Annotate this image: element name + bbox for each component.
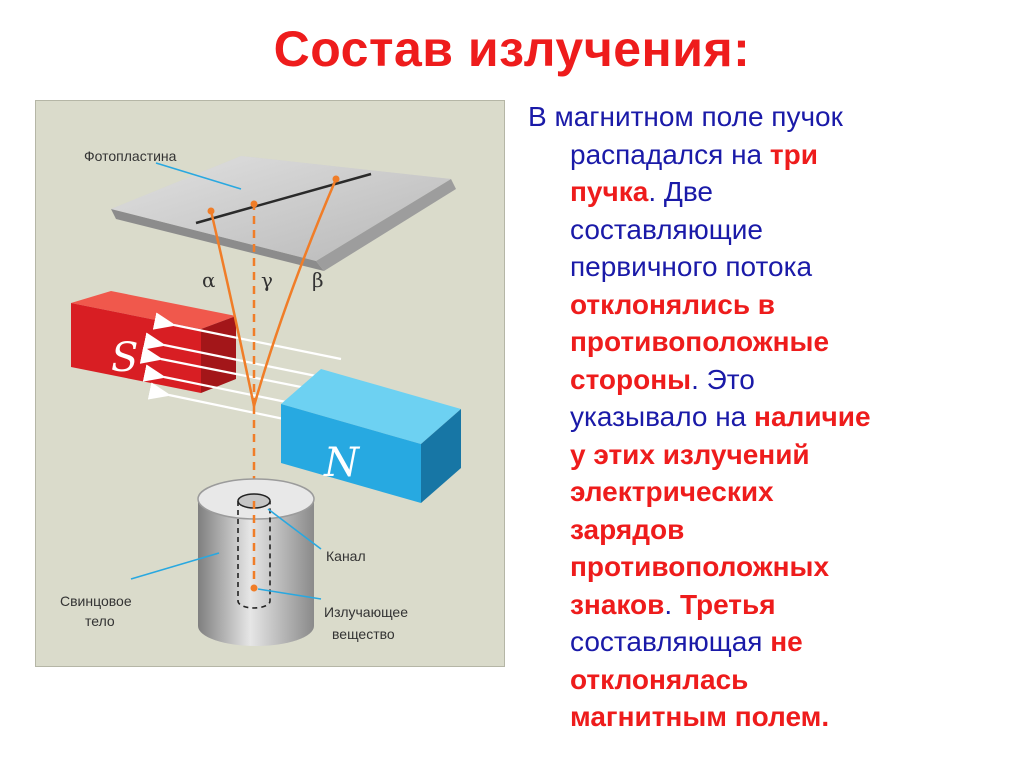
- highlighted-text: знаков: [570, 588, 665, 620]
- text-line: магнитным полем.: [528, 698, 968, 736]
- beta-label: β: [312, 268, 324, 292]
- highlighted-text: противоположных: [570, 551, 830, 582]
- highlighted-text: у этих излучений: [570, 438, 810, 470]
- experiment-diagram: S N: [60, 148, 461, 646]
- text-line: зарядов: [528, 511, 968, 549]
- highlighted-text: отклонялись в: [570, 288, 776, 320]
- lead-body-label-2: тело: [85, 613, 115, 629]
- text-fragment: Две: [656, 176, 713, 207]
- channel-label: Канал: [326, 548, 366, 564]
- text-line: составляющие: [528, 211, 968, 249]
- magnet-n-label: N: [323, 440, 361, 486]
- pointer-lines: [130, 162, 322, 600]
- lead-body-label-1: Свинцовое: [60, 593, 132, 609]
- lead-cylinder: [197, 478, 315, 646]
- text-line: распадался на три: [528, 136, 968, 174]
- magnet-n: N: [281, 369, 461, 503]
- magnet-s-label: S: [111, 335, 138, 381]
- text-line: электрических: [528, 473, 968, 511]
- text-fragment: . Это: [691, 363, 755, 395]
- text-fragment: распадался на: [570, 138, 770, 170]
- text-fragment: В магнитном поле пучок: [528, 101, 843, 132]
- highlighted-text: Третья: [679, 588, 776, 620]
- photoplate: [111, 156, 456, 271]
- text-fragment: .: [664, 588, 680, 620]
- highlighted-text: наличие: [754, 401, 871, 432]
- text-line: указывало на наличие: [528, 398, 968, 436]
- highlighted-text: противоположные: [570, 326, 830, 357]
- alpha-label: α: [202, 268, 216, 292]
- explanation-text: В магнитном поле пучок распадался на три…: [528, 98, 968, 736]
- text-fragment: первичного потока: [570, 251, 813, 282]
- text-line: отклонялись в: [528, 286, 968, 324]
- highlighted-text: пучка: [570, 176, 649, 207]
- text-fragment: .: [648, 176, 657, 207]
- text-fragment: указывало на: [570, 401, 755, 432]
- highlighted-text: не: [770, 626, 803, 657]
- text-line: у этих излучений: [528, 436, 968, 474]
- text-line: первичного потока: [528, 248, 968, 286]
- emitting-substance-label-2: вещество: [332, 626, 395, 642]
- exposure-line: [195, 172, 372, 225]
- text-line: знаков. Третья: [528, 586, 968, 624]
- text-line: пучка. Две: [528, 173, 968, 211]
- gamma-label: γ: [261, 268, 273, 292]
- text-fragment: составляющая: [570, 626, 771, 657]
- text-line: противоположных: [528, 548, 968, 586]
- text-line: В магнитном поле пучок: [528, 98, 968, 136]
- page-title: Состав излучения:: [273, 21, 751, 77]
- highlighted-text: магнитным полем.: [570, 701, 830, 732]
- text-fragment: составляющие: [570, 213, 763, 245]
- text-line: составляющая не: [528, 623, 968, 661]
- highlighted-text: зарядов: [570, 513, 685, 545]
- highlighted-text: стороны: [570, 363, 692, 395]
- highlighted-text: отклонялась: [570, 663, 749, 695]
- magnet-s: S: [71, 291, 236, 393]
- radiation-experiment-figure: S N: [35, 100, 505, 667]
- highlighted-text: три: [769, 138, 818, 170]
- magnetic-field-lines: [139, 312, 342, 421]
- photoplate-label: Фотопластина: [84, 148, 177, 164]
- text-line: стороны. Это: [528, 361, 968, 399]
- emitting-substance-label-1: Излучающее: [324, 604, 408, 620]
- text-line: противоположные: [528, 323, 968, 361]
- highlighted-text: электрических: [570, 476, 774, 507]
- text-line: отклонялась: [528, 661, 968, 699]
